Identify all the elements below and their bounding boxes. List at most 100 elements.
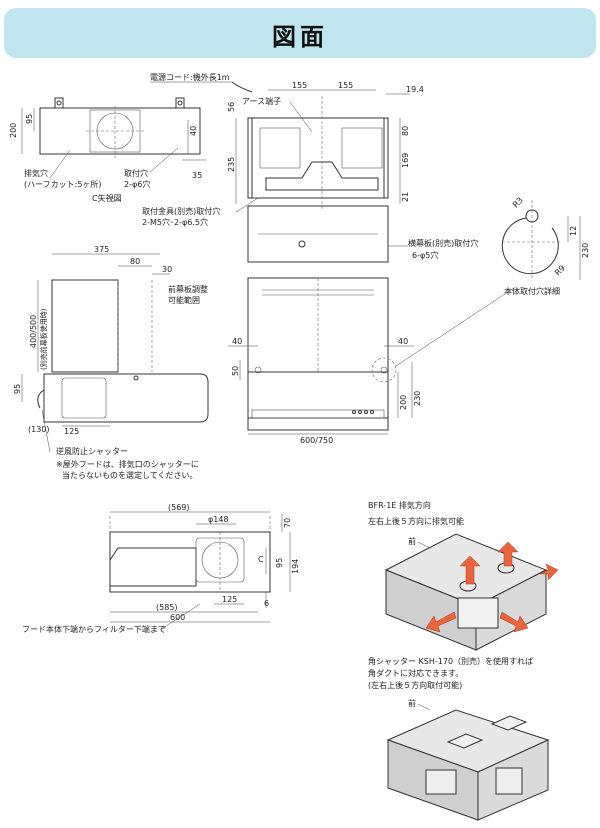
side-front-panel-note: (別売前幕板使用時)	[39, 308, 48, 370]
arrow-back-icon	[497, 541, 519, 567]
exhaust-direction: BFR-1E 排気方向 左右上後５方向に排気可能 前	[368, 500, 559, 651]
c-view: 200 95 40 35 排気穴 (ハーフカット:5ヶ所) 取付穴 2-φ6穴 …	[9, 97, 206, 203]
bottom-dim-148: φ148	[208, 515, 229, 524]
top-view-body	[247, 117, 389, 199]
c-view-dim-35: 35	[192, 171, 202, 180]
c-view-caption: C矢視図	[92, 193, 122, 203]
bottom-view: (569) φ148 70 C 95 194 125 6 (585) 600 フ…	[22, 503, 300, 634]
detail-caption: 本体取付穴詳細	[504, 286, 560, 296]
bottom-dim-95: 95	[275, 558, 284, 568]
ground-terminal-label: アース端子	[242, 96, 281, 106]
page-title: 図面	[272, 23, 328, 51]
top-view: 電源コード:機外長1m アース端子 155 155 19.4 56 235 80…	[142, 72, 515, 445]
exhaust-arrows	[425, 541, 559, 633]
exhaust-port	[457, 597, 499, 629]
arrow-right-icon	[539, 563, 559, 581]
bottom-dim-194: 194	[291, 559, 300, 574]
arrow-up-icon	[459, 555, 481, 585]
bottom-dim-600: 600	[170, 613, 185, 622]
side-dim-125: 125	[64, 427, 79, 436]
square-shutter-line1: 角シャッター KSH-170（別売）を使用すれば	[368, 656, 533, 666]
dim-200-front: 200	[399, 395, 408, 410]
c-view-dim-95: 95	[25, 114, 34, 124]
bottom-view-hood	[109, 547, 197, 587]
top-view-duct	[265, 161, 379, 191]
side-dim-375: 375	[94, 245, 109, 254]
exhaust-direction-subtitle: 左右上後５方向に排気可能	[368, 516, 464, 526]
square-shutter: 角シャッター KSH-170（別売）を使用すれば 角ダクトに対応できます。 (左…	[368, 656, 550, 821]
dim-40-right: 40	[398, 337, 408, 346]
c-view-exhaust-label: 排気穴	[24, 168, 48, 178]
bottom-dim-70: 70	[283, 518, 292, 528]
bottom-dim-125: 125	[222, 595, 237, 604]
shutter-square-duct	[425, 769, 457, 795]
panel-holes-label: 横幕板(別売)取付穴	[408, 238, 478, 248]
detail-r9: R9	[553, 264, 567, 278]
c-view-exhaust-note: (ハーフカット:5ヶ所)	[24, 179, 102, 189]
top-view-hood-upper	[247, 205, 389, 263]
c-view-body	[39, 107, 201, 155]
top-view-light-strip	[251, 409, 385, 419]
side-note-2: 当たらないものを選定してください。	[62, 470, 198, 480]
exhaust-direction-title: BFR-1E 排気方向	[368, 500, 431, 510]
square-shutter-front: 前	[408, 698, 416, 708]
side-view-exhaust	[61, 377, 107, 419]
top-view-motor-left	[259, 127, 301, 169]
c-view-dim-200: 200	[9, 123, 18, 138]
dim-80: 80	[401, 126, 410, 136]
side-dim-80: 80	[130, 257, 140, 266]
dim-19-4: 19.4	[406, 85, 424, 94]
arrow-right-down-icon	[499, 611, 529, 633]
bottom-dim-585: (585)	[156, 603, 178, 612]
shutter-label: 逆風防止シャッター	[56, 446, 128, 456]
dim-230-front: 230	[413, 391, 422, 406]
bottom-dim-c: C	[258, 555, 264, 564]
c-view-mount-spec: 2-φ6穴	[124, 179, 150, 189]
detail-callout-circle	[371, 357, 397, 383]
dim-40-left: 40	[232, 337, 242, 346]
bracket-holes-label: 取付金具(別売)取付穴	[142, 206, 220, 216]
c-view-dim-40: 40	[189, 126, 198, 136]
exhaust-box-side	[475, 569, 547, 651]
bottom-view-body	[109, 531, 271, 593]
detail-dim-12: 12	[569, 226, 578, 236]
detail-r3: R3	[511, 196, 525, 210]
power-cord-label: 電源コード:機外長1m	[150, 72, 230, 82]
dim-50: 50	[231, 366, 240, 376]
power-cord	[231, 81, 253, 93]
side-dim-95: 95	[13, 384, 22, 394]
front-panel-range-2: 可能範囲	[168, 295, 200, 305]
dim-155-right: 155	[338, 81, 353, 90]
bottom-dim-6: 6	[264, 599, 269, 608]
bottom-dim-569: (569)	[168, 503, 190, 512]
side-note-1: ※屋外フードは、排気口のシャッターに	[56, 459, 199, 469]
exhaust-front-label: 前	[408, 536, 416, 546]
dim-235: 235	[227, 157, 236, 172]
arrow-left-icon	[425, 611, 457, 633]
square-shutter-line2: 角ダクトに対応できます。	[368, 668, 463, 678]
dim-155-left: 155	[292, 81, 307, 90]
front-panel-range: 前幕板調整	[168, 284, 208, 294]
detail-dim-230: 230	[581, 243, 590, 258]
bracket-holes-spec: 2-M5穴･2-φ6.5穴	[142, 217, 208, 227]
side-dim-400-500: 400/500	[29, 315, 38, 348]
title-banner: 図面	[4, 8, 596, 58]
side-view-duct	[51, 279, 119, 373]
filter-note: フード本体下端からフィルター下端まで	[22, 624, 166, 634]
side-view-body	[43, 373, 209, 423]
hole-detail-outline	[501, 217, 559, 275]
c-view-mount-label: 取付穴	[124, 168, 148, 178]
side-dim-130: (130)	[28, 425, 50, 434]
panel-holes-spec: 6-φ5穴	[412, 250, 438, 260]
side-view-shutter	[37, 389, 45, 409]
hole-detail: R3 R9 12 230 本体取付穴詳細	[501, 196, 590, 296]
dim-21: 21	[401, 192, 410, 202]
top-view-motor-right	[341, 127, 383, 169]
side-view: 375 80 30 前幕板調整 可能範囲 400/500 (別売前幕板使用時) …	[13, 245, 209, 480]
dim-width: 600/750	[300, 436, 333, 445]
square-shutter-line3: (左右上後５方向取付可能)	[368, 680, 462, 690]
dim-56: 56	[227, 102, 236, 112]
side-dim-30: 30	[162, 265, 172, 274]
dim-169: 169	[401, 153, 410, 168]
